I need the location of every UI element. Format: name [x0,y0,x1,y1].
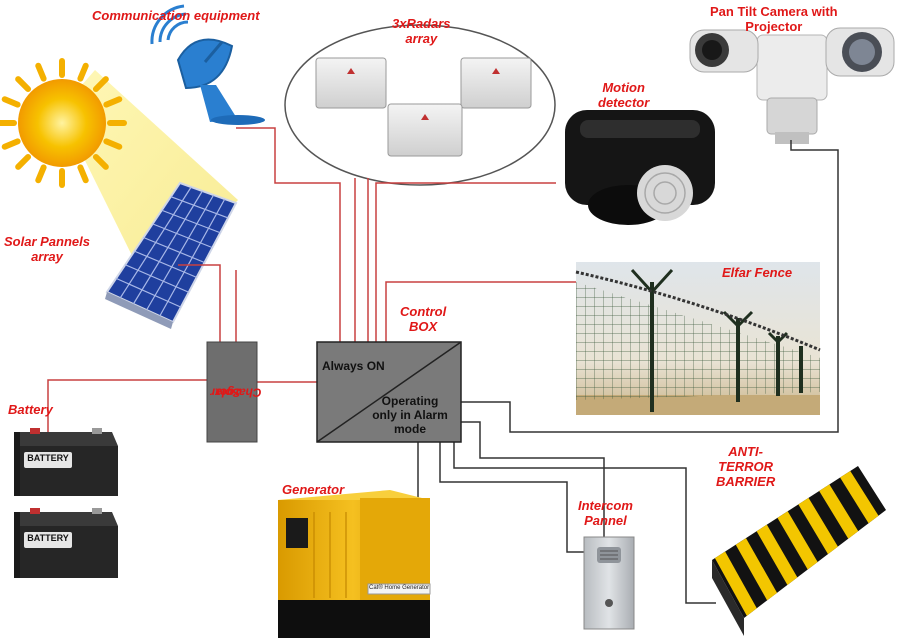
pan-tilt-label-line2: Projector [745,19,803,34]
radars-label: 3xRadars array [392,16,451,46]
intercom-panel-label: Intercom Pannel [578,498,633,528]
solar-panels-label: Solar Pannels array [4,234,90,264]
solar-charger-box [206,341,258,443]
radar-unit-icon [387,103,463,157]
charger-label-line2: Charger [215,385,262,400]
anti-label-line2: TERROR [718,459,774,474]
signal-wires [417,140,839,604]
control-label-line1: Control [400,304,447,319]
generator-plate-text: Cat® Home Generator [369,585,429,591]
anti-terror-barrier-label: ANTI- TERROR BARRIER [716,444,775,489]
alarm-line3: mode [393,422,426,436]
pan-tilt-label-line1: Pan Tilt Camera with [710,4,838,19]
radar-unit-icon [460,57,532,109]
battery-tag-2: BATTERY [27,533,69,543]
radar-unit-icon [315,57,387,109]
alarm-line1: Operating [381,394,439,408]
power-wires [47,127,576,440]
radars-label-line1: 3xRadars [392,16,451,31]
intercom-label-line1: Intercom [578,498,633,513]
sun-icon [0,58,127,188]
satellite-dish-icon [150,4,265,125]
always-on-text: Always ON [322,359,385,373]
elfar-fence-label: Elfar Fence [722,265,793,280]
battery-label: Battery [8,402,53,417]
anti-terror-barrier-icon [712,466,886,636]
fence-photo [575,262,821,415]
motion-label-line2: detector [598,95,650,110]
intercom-label-line2: Pannel [584,513,627,528]
solar-label-line2: array [31,249,63,264]
solar-charger-label: Solar Charger [207,346,261,438]
control-box [316,341,462,443]
motion-label-line1: Motion [602,80,645,95]
anti-label-line3: BARRIER [716,474,776,489]
control-box-label: Control BOX [400,304,446,334]
pan-tilt-camera-label: Pan Tilt Camera with Projector [710,4,838,34]
intercom-panel-icon [583,536,635,630]
control-label-line2: BOX [409,319,438,334]
solar-panel-icon [105,181,238,329]
radars-group-outline [284,24,556,186]
battery-icon [14,508,118,578]
generator-icon [278,490,431,638]
solar-label-line1: Solar Pannels [4,234,90,249]
pan-tilt-camera-icon [689,27,895,144]
communication-equipment-label: Communication equipment [92,8,260,23]
generator-label: Generator [282,482,345,497]
battery-tag-1: BATTERY [27,453,69,463]
radars-label-line2: array [405,31,438,46]
motion-detector-icon [565,110,715,225]
alarm-mode-text: Operating only in Alarm mode [362,394,458,436]
alarm-line2: only in Alarm [372,408,448,422]
battery-icon [14,428,118,496]
anti-label-line1: ANTI- [728,444,763,459]
motion-detector-label: Motion detector [598,80,649,110]
